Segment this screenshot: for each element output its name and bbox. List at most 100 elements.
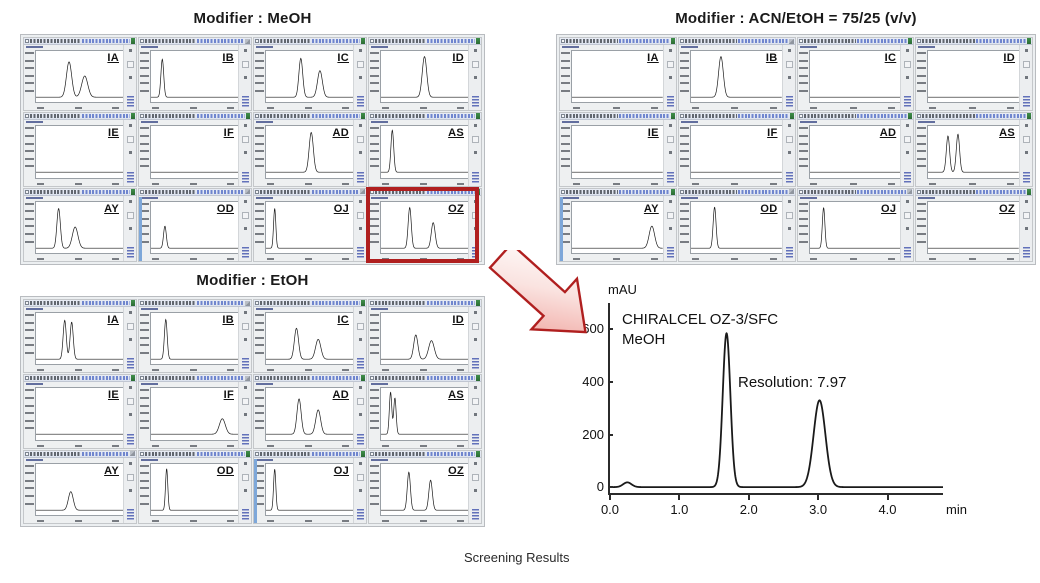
panel-side-toolbar[interactable] bbox=[781, 45, 795, 111]
chromatogram-panel-ie[interactable]: IE bbox=[559, 112, 677, 187]
panel-side-toolbar[interactable] bbox=[123, 195, 136, 261]
panel-tool-box-icon[interactable] bbox=[904, 211, 912, 219]
panel-plot-area[interactable]: ID bbox=[927, 50, 1019, 104]
panel-tool-dot-icon[interactable] bbox=[474, 76, 477, 79]
chromatogram-panel-od[interactable]: OD bbox=[677, 187, 796, 262]
detector-status-icon[interactable] bbox=[1027, 188, 1031, 195]
panel-selection-strip[interactable] bbox=[254, 458, 257, 523]
panel-side-toolbar[interactable] bbox=[662, 45, 676, 111]
panel-plot-area[interactable]: AY bbox=[35, 200, 123, 254]
chromatogram-panel-if[interactable]: IF bbox=[138, 374, 252, 449]
detector-status-icon[interactable] bbox=[1027, 38, 1031, 44]
panel-tool-box-icon[interactable] bbox=[666, 61, 674, 68]
window-menu-icon[interactable] bbox=[140, 451, 144, 456]
panel-side-toolbar[interactable] bbox=[238, 195, 251, 261]
panel-plot-area[interactable]: ID bbox=[380, 312, 468, 366]
resize-grip-icon[interactable] bbox=[360, 189, 365, 195]
panel-side-toolbar[interactable] bbox=[238, 45, 251, 111]
panel-selection-strip[interactable] bbox=[139, 196, 142, 261]
panel-tool-dot-icon[interactable] bbox=[668, 226, 672, 230]
window-menu-icon[interactable] bbox=[561, 39, 565, 43]
chromatogram-panel-oj[interactable]: OJ bbox=[253, 449, 367, 524]
panel-tool-dot-icon[interactable] bbox=[129, 124, 132, 128]
resize-grip-icon[interactable] bbox=[245, 300, 250, 306]
window-menu-icon[interactable] bbox=[370, 189, 374, 194]
panel-tool-dot-icon[interactable] bbox=[474, 413, 477, 417]
resize-grip-icon[interactable] bbox=[245, 189, 250, 195]
panel-tool-box-icon[interactable] bbox=[242, 136, 249, 144]
chromatogram-panel-ay[interactable]: AY bbox=[23, 449, 137, 524]
panel-tool-dot-icon[interactable] bbox=[244, 338, 247, 341]
panel-tool-dot-icon[interactable] bbox=[787, 76, 791, 79]
panel-tool-dot-icon[interactable] bbox=[359, 199, 362, 203]
chromatogram-panel-as[interactable]: AS bbox=[368, 112, 482, 187]
window-menu-icon[interactable] bbox=[255, 451, 259, 456]
panel-tool-box-icon[interactable] bbox=[242, 61, 249, 68]
chromatogram-panel-ic[interactable]: IC bbox=[796, 37, 915, 112]
panel-tool-dot-icon[interactable] bbox=[129, 311, 132, 314]
panel-side-toolbar[interactable] bbox=[662, 195, 676, 261]
chromatogram-panel-ie[interactable]: IE bbox=[23, 374, 137, 449]
resize-grip-icon[interactable] bbox=[130, 451, 135, 457]
panel-titlebar[interactable] bbox=[139, 375, 251, 383]
panel-side-toolbar[interactable] bbox=[1019, 120, 1032, 186]
chromatogram-panel-ad[interactable]: AD bbox=[253, 374, 367, 449]
panel-plot-area[interactable]: IE bbox=[35, 125, 123, 179]
panel-titlebar[interactable] bbox=[560, 188, 676, 196]
panel-tool-dot-icon[interactable] bbox=[359, 488, 362, 492]
panel-plot-area[interactable]: IA bbox=[571, 50, 663, 104]
panel-side-toolbar[interactable] bbox=[468, 457, 481, 523]
panel-tool-box-icon[interactable] bbox=[904, 136, 912, 144]
panel-titlebar[interactable] bbox=[560, 38, 676, 45]
panel-titlebar[interactable] bbox=[369, 375, 481, 383]
window-menu-icon[interactable] bbox=[370, 114, 374, 119]
panel-tool-dot-icon[interactable] bbox=[1025, 226, 1028, 230]
panel-side-toolbar[interactable] bbox=[900, 120, 914, 186]
chromatogram-panel-id[interactable]: ID bbox=[368, 299, 482, 374]
detector-status-icon[interactable] bbox=[476, 450, 480, 457]
detector-status-icon[interactable] bbox=[131, 38, 135, 44]
panel-tool-dot-icon[interactable] bbox=[906, 49, 910, 52]
panel-plot-area[interactable]: OD bbox=[150, 462, 238, 516]
panel-plot-area[interactable]: IF bbox=[150, 387, 238, 441]
panel-tool-dot-icon[interactable] bbox=[244, 199, 247, 203]
window-menu-icon[interactable] bbox=[140, 189, 144, 194]
panel-tool-dot-icon[interactable] bbox=[787, 199, 791, 203]
detector-status-icon[interactable] bbox=[908, 113, 913, 120]
chromatogram-panel-if[interactable]: IF bbox=[138, 112, 252, 187]
panel-titlebar[interactable] bbox=[678, 113, 795, 121]
panel-side-toolbar[interactable] bbox=[781, 195, 795, 261]
panel-tool-box-icon[interactable] bbox=[472, 211, 479, 219]
detector-status-icon[interactable] bbox=[1027, 113, 1031, 120]
chromatogram-panel-ia[interactable]: IA bbox=[23, 37, 137, 112]
panel-tool-box-icon[interactable] bbox=[357, 136, 364, 144]
panel-titlebar[interactable] bbox=[139, 113, 251, 121]
panel-tool-dot-icon[interactable] bbox=[244, 226, 247, 230]
panel-tool-box-icon[interactable] bbox=[357, 211, 364, 219]
panel-titlebar[interactable] bbox=[139, 300, 251, 307]
panel-tool-dot-icon[interactable] bbox=[1025, 49, 1028, 52]
panel-side-toolbar[interactable] bbox=[123, 120, 136, 186]
resize-grip-icon[interactable] bbox=[245, 38, 250, 44]
panel-plot-area[interactable]: OD bbox=[150, 200, 238, 254]
panel-tool-dot-icon[interactable] bbox=[474, 199, 477, 203]
panel-titlebar[interactable] bbox=[369, 188, 481, 196]
chromatogram-panel-od[interactable]: OD bbox=[138, 449, 252, 524]
panel-plot-area[interactable]: IB bbox=[150, 312, 238, 366]
panel-tool-box-icon[interactable] bbox=[472, 473, 479, 481]
chromatogram-panel-ib[interactable]: IB bbox=[677, 37, 796, 112]
panel-tool-dot-icon[interactable] bbox=[244, 461, 247, 465]
panel-plot-area[interactable]: OJ bbox=[265, 200, 353, 254]
panel-side-toolbar[interactable] bbox=[1019, 45, 1032, 111]
window-menu-icon[interactable] bbox=[370, 376, 374, 381]
chromatogram-panel-oz[interactable]: OZ bbox=[368, 187, 482, 262]
window-menu-icon[interactable] bbox=[798, 189, 803, 194]
panel-tool-box-icon[interactable] bbox=[242, 323, 249, 330]
panel-tool-dot-icon[interactable] bbox=[244, 311, 247, 314]
panel-titlebar[interactable] bbox=[254, 375, 366, 383]
detector-status-icon[interactable] bbox=[670, 113, 675, 120]
panel-plot-area[interactable]: IF bbox=[150, 125, 238, 179]
resize-grip-icon[interactable] bbox=[907, 189, 913, 195]
panel-tool-dot-icon[interactable] bbox=[129, 226, 132, 230]
panel-side-toolbar[interactable] bbox=[123, 307, 136, 373]
